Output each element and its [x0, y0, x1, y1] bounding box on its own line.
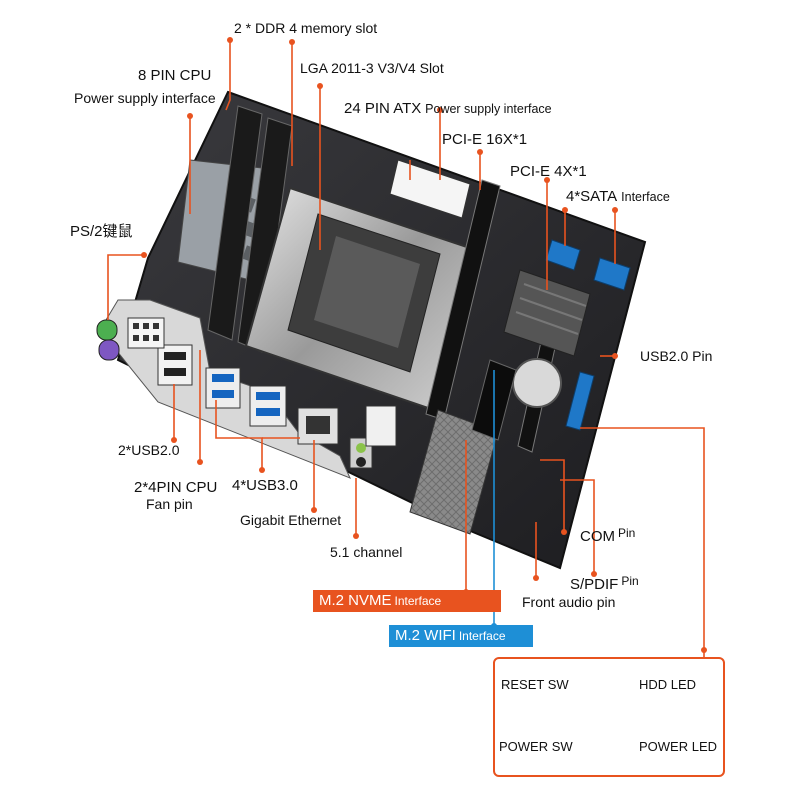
- usb3-port-a: [205, 367, 241, 409]
- usb3-header: [565, 371, 595, 431]
- label-atx-sub: Power supply interface: [425, 102, 552, 116]
- label-sata-main: 4*SATA: [566, 188, 618, 205]
- label-com-main: COM: [580, 528, 615, 545]
- vga-block: [365, 405, 397, 447]
- label-power-led: POWER LED: [639, 739, 718, 754]
- label-pcie-16x: PCI-E 16X*1: [442, 131, 528, 148]
- ps2-port-green: [96, 319, 118, 341]
- label-spdif-main: S/PDIF: [570, 576, 619, 593]
- tag-m2-wifi-sub: Interface: [458, 629, 506, 643]
- label-pcie-4x: PCI-E 4X*1: [510, 163, 587, 180]
- label-cpu-fan-title: 2*4PIN CPU: [134, 479, 218, 496]
- label-lga-socket: LGA 2011-3 V3/V4 Slot: [300, 60, 444, 76]
- sata-port-a: [545, 239, 581, 271]
- label-51-channel: 5.1 channel: [330, 544, 403, 560]
- label-usb30: 4*USB3.0: [232, 477, 298, 494]
- ddr4-slot-1: [207, 105, 263, 341]
- label-cpu-fan-sub: Fan pin: [146, 496, 193, 512]
- tag-m2-nvme-main: M.2 NVME: [319, 592, 392, 609]
- chipset-heatsink: [503, 269, 591, 357]
- label-sata-sub: Interface: [621, 190, 670, 204]
- label-cpu-power-title: 8 PIN CPU: [138, 67, 212, 84]
- sata-port-b: [593, 257, 631, 291]
- label-com-sub: Pin: [618, 526, 636, 540]
- label-usb20-pin: USB2.0 Pin: [640, 348, 713, 364]
- label-spdif-sub: Pin: [621, 574, 639, 588]
- label-atx-main: 24 PIN ATX: [344, 100, 422, 117]
- label-ps2: PS/2键鼠: [70, 223, 133, 240]
- front-panel-box: RESET SW HDD LED POWER SW POWER LED: [493, 657, 725, 777]
- cmos-battery: [512, 358, 562, 408]
- label-ddr4-slot: 2 * DDR 4 memory slot: [234, 20, 378, 36]
- tag-m2-wifi-main: M.2 WIFI: [395, 627, 456, 644]
- label-gigabit-ethernet: Gigabit Ethernet: [240, 512, 342, 528]
- tag-m2-nvme-sub: Interface: [394, 594, 442, 608]
- label-atx-24pin: 24 PIN ATX Power supply interface: [344, 100, 552, 117]
- label-front-audio: Front audio pin: [522, 594, 616, 610]
- label-power-sw: POWER SW: [499, 739, 573, 754]
- label-reset-sw: RESET SW: [501, 677, 569, 692]
- usb2-port-stack: [157, 344, 193, 386]
- label-cpu-power-sub: Power supply interface: [74, 90, 216, 106]
- label-usb20: 2*USB2.0: [118, 442, 180, 458]
- ps2-port-purple: [98, 339, 120, 361]
- label-hdd-led: HDD LED: [639, 677, 697, 692]
- cpu-8pin-connector: [127, 317, 165, 349]
